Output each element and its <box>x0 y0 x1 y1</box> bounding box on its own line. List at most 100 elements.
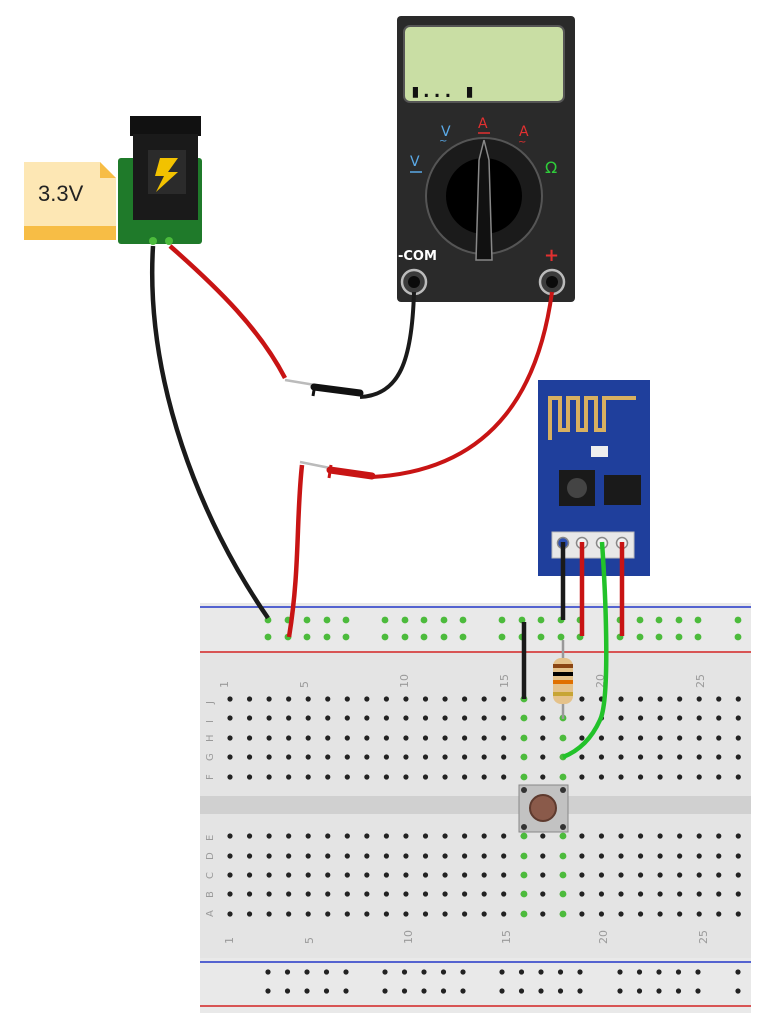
breadboard-hole <box>344 735 350 741</box>
breadboard-hole <box>637 735 644 741</box>
breadboard-hole <box>305 853 311 859</box>
breadboard-hole <box>501 833 507 839</box>
breadboard-hole <box>540 872 546 878</box>
breadboard-hole <box>598 891 605 897</box>
breadboard-hole <box>286 891 292 897</box>
breadboard-hole <box>637 911 644 917</box>
breadboard-hole <box>637 774 644 780</box>
breadboard-hole <box>227 833 233 839</box>
breadboard-hole <box>364 735 370 741</box>
breadboard-hole <box>364 891 370 897</box>
wire-jack-to-rail-black <box>150 245 270 620</box>
breadboard-hole <box>677 696 683 702</box>
rail-hole <box>636 969 643 975</box>
breadboard-hole <box>403 891 409 897</box>
breadboard-hole <box>266 696 272 702</box>
breadboard-hole <box>266 774 272 780</box>
breadboard-hole <box>657 735 663 741</box>
breadboard-hole <box>383 754 389 760</box>
meter-dial-pointer[interactable] <box>475 139 493 261</box>
button-cap[interactable] <box>529 794 557 822</box>
breadboard-hole <box>716 911 722 917</box>
rail-hole <box>343 988 349 994</box>
breadboard-hole <box>422 754 429 760</box>
breadboard-hole <box>227 754 233 760</box>
breadboard-hole <box>637 853 644 859</box>
esp-led <box>591 446 608 457</box>
breadboard-hole <box>364 715 370 721</box>
breadboard-hole <box>579 774 585 780</box>
breadboard-hole <box>501 853 507 859</box>
breadboard-hole <box>422 872 429 878</box>
breadboard-hole <box>716 891 722 897</box>
breadboard-hole <box>501 872 507 878</box>
mode-dc-voltage: V <box>410 154 420 170</box>
rail-hole <box>695 969 701 975</box>
wire-meter-com-black <box>359 291 416 399</box>
push-button[interactable] <box>518 784 569 833</box>
probe-black <box>310 383 364 397</box>
breadboard-hole <box>735 911 741 917</box>
breadboard-hole <box>364 774 370 780</box>
breadboard-hole <box>735 735 741 741</box>
breadboard-hole <box>540 735 546 741</box>
connected-hole <box>734 616 742 624</box>
col-num-bottom-15: 15 <box>500 930 513 944</box>
breadboard-hole <box>481 833 487 839</box>
breadboard-hole <box>657 754 663 760</box>
mode-ac-voltage: V <box>441 124 451 140</box>
connected-hole <box>381 633 389 641</box>
connected-hole <box>420 633 428 641</box>
breadboard-hole <box>344 754 350 760</box>
breadboard-hole <box>481 754 487 760</box>
breadboard-hole <box>325 696 331 702</box>
breadboard-hole <box>677 774 683 780</box>
connected-hole <box>559 852 567 860</box>
connected-hole <box>520 734 528 742</box>
breadboard-hole <box>266 833 272 839</box>
breadboard-hole <box>422 833 429 839</box>
terminal-positive-label: + <box>544 245 559 266</box>
breadboard-hole <box>657 715 663 721</box>
breadboard-hole <box>227 872 233 878</box>
connected-hole <box>636 616 644 624</box>
breadboard-hole <box>677 715 683 721</box>
rail-hole <box>617 988 623 994</box>
breadboard-hole <box>442 696 448 702</box>
breadboard-hole <box>305 774 311 780</box>
rail-hole <box>499 988 505 994</box>
connected-hole <box>734 633 742 641</box>
breadboard-hole <box>383 872 389 878</box>
breadboard-hole <box>266 754 272 760</box>
breadboard-hole <box>677 853 683 859</box>
row-letter-d: D <box>205 852 216 860</box>
rail-hole <box>636 988 643 994</box>
rail-hole <box>284 988 291 994</box>
breadboard-hole <box>618 715 624 721</box>
breadboard-hole <box>246 872 253 878</box>
breadboard-hole <box>266 853 272 859</box>
breadboard-hole <box>696 911 702 917</box>
connected-hole <box>559 734 567 742</box>
breadboard-hole <box>579 872 585 878</box>
breadboard-hole <box>501 735 507 741</box>
center-channel <box>200 796 751 814</box>
breadboard-hole <box>325 715 331 721</box>
breadboard-hole <box>540 715 546 721</box>
row-letter-i: I <box>205 720 216 723</box>
terminal-com-label: -COM <box>398 249 437 264</box>
breadboard-hole <box>540 853 546 859</box>
breadboard-hole <box>462 735 468 741</box>
rail-hole <box>735 969 741 975</box>
breadboard-hole <box>696 853 702 859</box>
breadboard-hole <box>716 833 722 839</box>
connected-hole <box>420 616 428 624</box>
breadboard-hole <box>696 754 702 760</box>
breadboard-hole <box>677 754 683 760</box>
breadboard-hole <box>227 774 233 780</box>
col-num-bottom-10: 10 <box>402 930 415 944</box>
connected-hole <box>264 633 272 641</box>
wires <box>150 244 625 760</box>
breadboard-hole <box>364 833 370 839</box>
breadboard-hole <box>286 754 292 760</box>
